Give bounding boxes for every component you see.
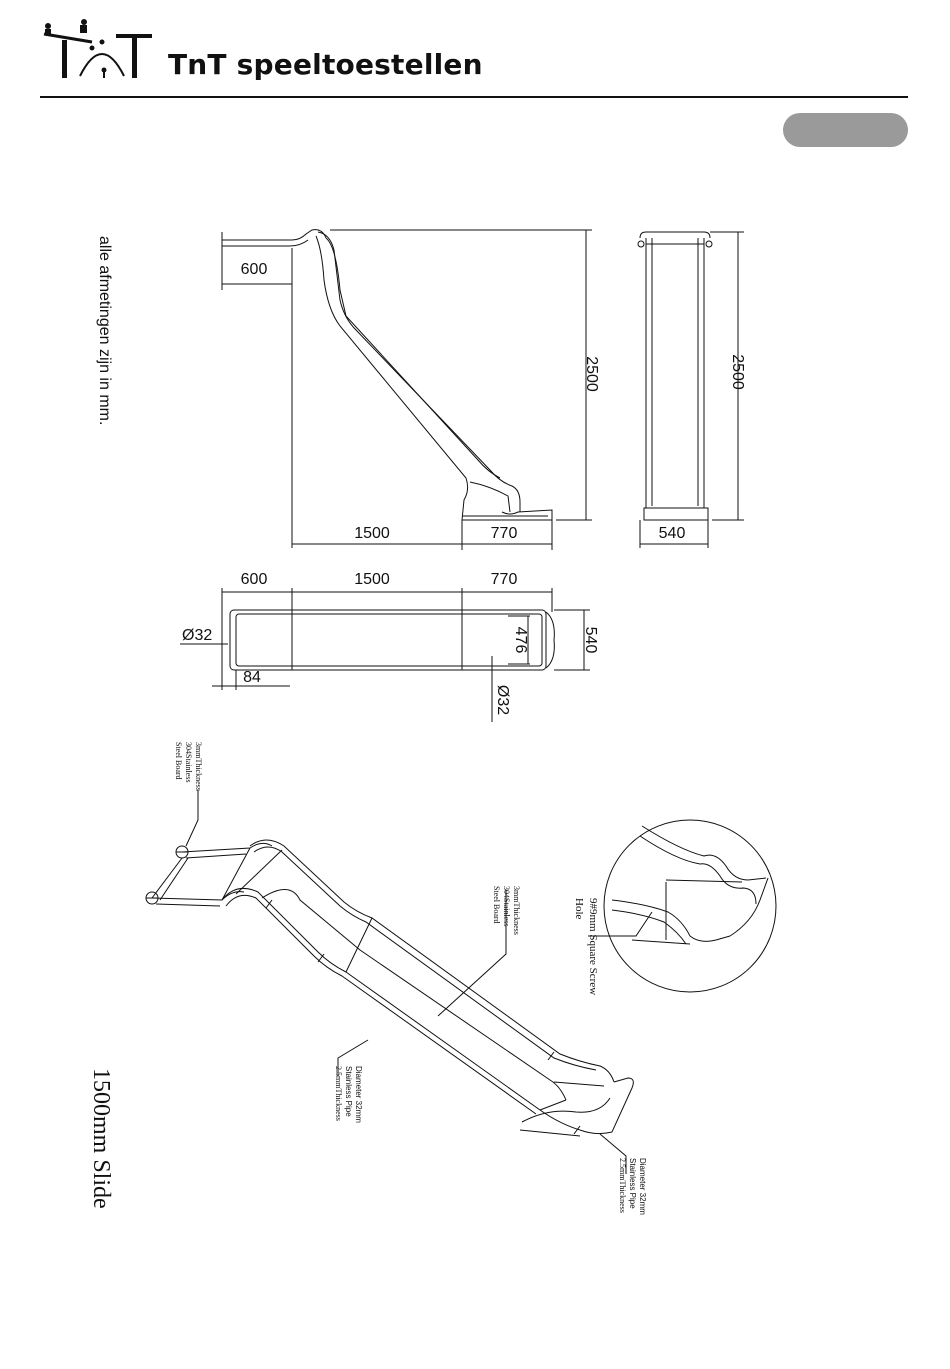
brand-logo bbox=[43, 19, 152, 78]
dim-plan-offset: 84 bbox=[243, 669, 261, 686]
dim-plan-inner: 476 bbox=[512, 627, 529, 654]
dim-plan-pipe-left: Ø32 bbox=[182, 627, 212, 644]
svg-text:Diameter 32mm: Diameter 32mm bbox=[638, 1158, 647, 1215]
dim-plan-mid: 1500 bbox=[354, 571, 390, 588]
callout-pipe-end: Diameter 32mm Stainless Pipe 2.5mmThickn… bbox=[618, 1158, 647, 1215]
dim-front-height: 2500 bbox=[729, 354, 746, 390]
units-note: alle afmetingen zijn in mm. bbox=[96, 236, 113, 425]
dim-side-top: 600 bbox=[241, 261, 268, 278]
dim-side-height: 2500 bbox=[583, 356, 600, 392]
plan-view bbox=[180, 588, 590, 722]
header-rule bbox=[40, 96, 908, 98]
callout-screw: 9#9mm Square Screw Hole bbox=[573, 898, 599, 995]
svg-text:304Stainless: 304Stainless bbox=[502, 886, 511, 926]
dim-plan-top: 600 bbox=[241, 571, 268, 588]
svg-text:Steel Board: Steel Board bbox=[174, 742, 183, 780]
dim-plan-run: 770 bbox=[491, 571, 518, 588]
svg-text:Stainless Pipe: Stainless Pipe bbox=[628, 1158, 637, 1209]
callout-board-mid: 3mmThickness 304Stainless Steel Board bbox=[492, 886, 521, 935]
svg-text:Steel Board: Steel Board bbox=[492, 886, 501, 924]
front-view bbox=[637, 231, 744, 548]
page-badge bbox=[783, 113, 908, 147]
svg-text:Diameter 32mm: Diameter 32mm bbox=[354, 1066, 363, 1123]
drawing-title: 1500mm Slide bbox=[88, 1068, 114, 1209]
dim-front-width: 540 bbox=[659, 525, 686, 542]
dim-plan-pipe-bottom: Ø32 bbox=[494, 685, 511, 715]
detail-view bbox=[588, 819, 777, 993]
slide-isometric bbox=[145, 839, 634, 1137]
svg-text:3mmThickness: 3mmThickness bbox=[512, 886, 521, 935]
side-view bbox=[222, 229, 553, 521]
svg-text:304Stainless: 304Stainless bbox=[184, 742, 193, 782]
side-dimensions bbox=[221, 229, 592, 550]
callout-pipe-mid: Diameter 32mm Stainless Pipe 2.5mmThickn… bbox=[334, 1066, 363, 1123]
dim-side-run: 770 bbox=[491, 525, 518, 542]
callout-leaders bbox=[185, 790, 627, 1174]
callout-board-top: 3mmThickness 304Stainless Steel Board bbox=[174, 742, 203, 791]
svg-text:2.5mmThickness: 2.5mmThickness bbox=[618, 1158, 627, 1213]
brand-name: TnT speeltoestellen bbox=[168, 48, 483, 81]
svg-text:2.5mmThickness: 2.5mmThickness bbox=[334, 1066, 343, 1121]
svg-text:9#9mm Square Screw: 9#9mm Square Screw bbox=[587, 898, 599, 995]
dim-plan-width: 540 bbox=[582, 627, 599, 654]
dim-side-base: 1500 bbox=[354, 525, 390, 542]
svg-text:Hole: Hole bbox=[573, 898, 585, 920]
svg-text:Stainless Pipe: Stainless Pipe bbox=[344, 1066, 353, 1117]
svg-text:3mmThickness: 3mmThickness bbox=[194, 742, 203, 791]
